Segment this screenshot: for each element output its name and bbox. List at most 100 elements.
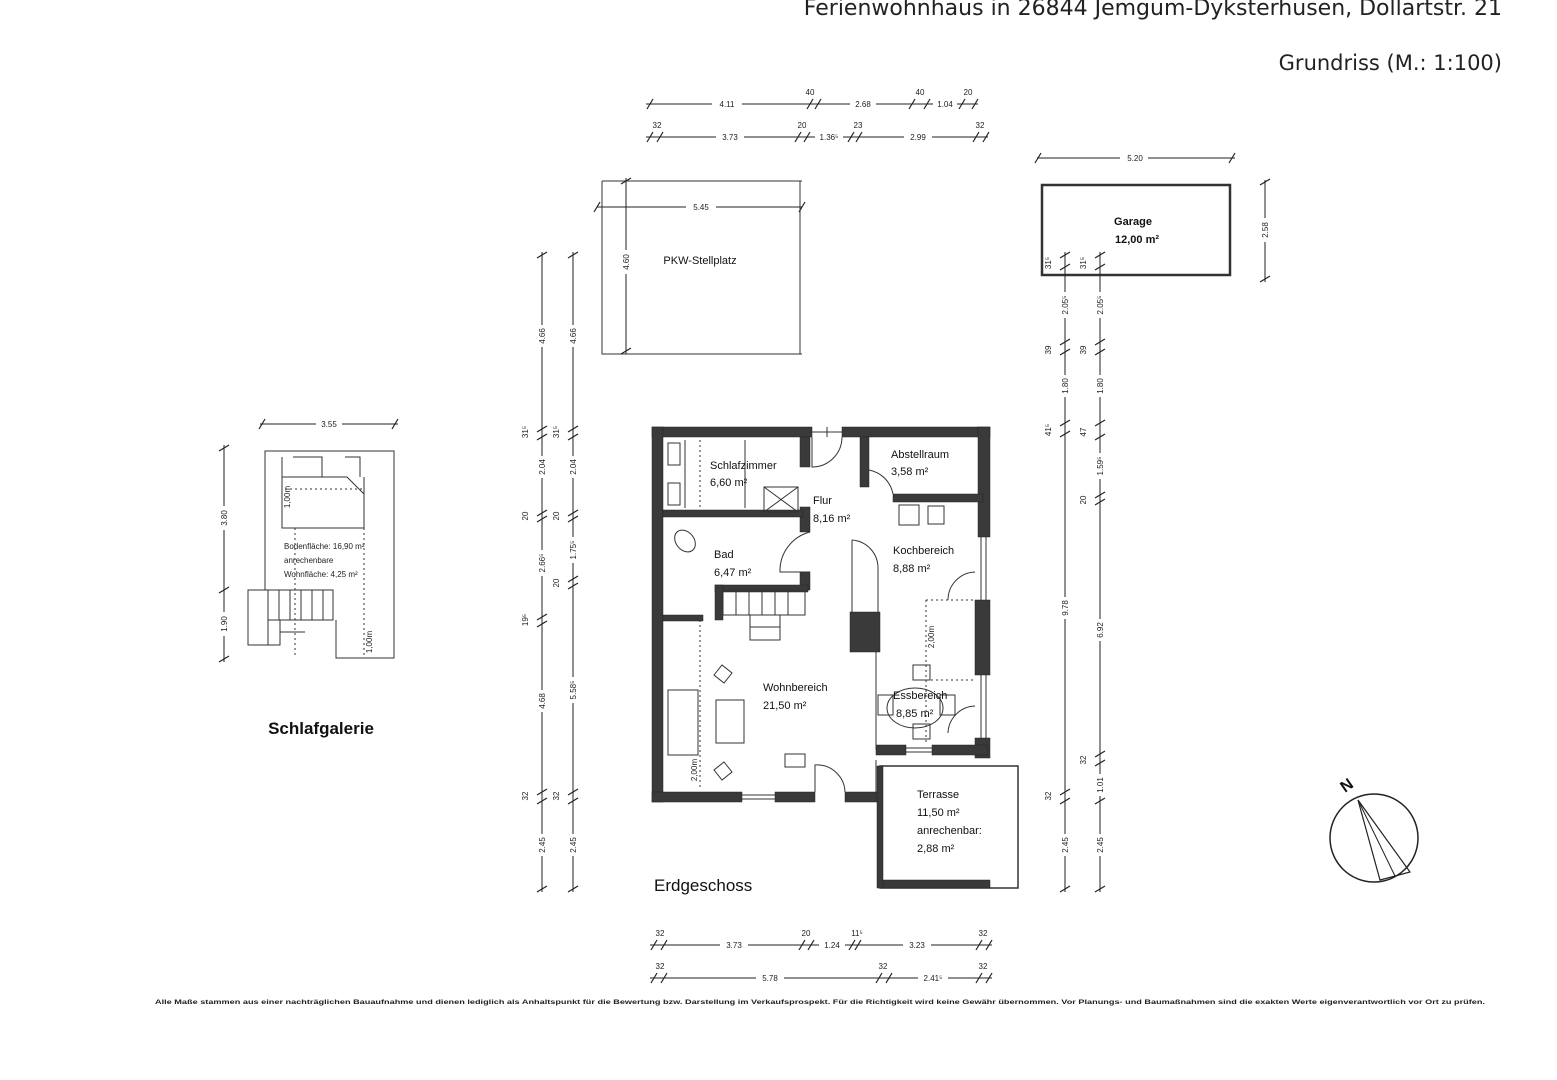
top-dimension-row-1: 4.11 40 2.68 40 1.04 20 [646, 88, 979, 110]
right-dimension-chains: 31⁵ 2.05⁵ 39 1.80 41⁵ 9.78 32 2.45 31⁵ 2… [1044, 251, 1106, 893]
north-label: N [1338, 776, 1357, 797]
dim-label: 39 [1044, 345, 1053, 354]
garage-area: 12,00 m² [1115, 234, 1159, 246]
dim-label: 32 [656, 929, 665, 938]
dim-label: 32 [879, 962, 888, 971]
room-terrasse-area: 11,50 m² [917, 807, 960, 819]
dim-label: 2.05⁵ [1096, 296, 1105, 315]
dim-label: 2.04 [538, 459, 547, 475]
dim-label: 31⁵ [521, 426, 530, 438]
carport-label: PKW-Stellplatz [663, 255, 736, 267]
dim-label: 11⁵ [851, 929, 863, 938]
gallery-stair-dim: 1.90 [220, 616, 229, 632]
dim-label: 3.23 [909, 941, 925, 950]
dim-label: 32 [1044, 791, 1053, 800]
garage-depth-dim: 2.58 [1261, 222, 1270, 238]
dim-label: 2.45 [1096, 837, 1105, 853]
dim-label: 9.78 [1061, 600, 1070, 616]
dim-label: 2.45 [569, 837, 578, 853]
dim-label: 31⁵ [1044, 257, 1053, 269]
dim-label: 32 [653, 121, 662, 130]
dim-label: 5.78 [762, 974, 778, 983]
gallery-headroom-1m-b: 1,00m [365, 631, 374, 654]
dim-label: 32 [1079, 755, 1088, 764]
ground-floor-plan: 2,00m 2,00m Schlafzimmer 6,60 m² Flur 8,… [651, 426, 1019, 895]
garage-width-dim: 5.20 [1127, 154, 1143, 163]
dim-label: 20 [798, 121, 807, 130]
dim-label: 20 [802, 929, 811, 938]
dim-label: 1.75⁵ [569, 541, 578, 560]
gallery-width-dim: 3.55 [321, 420, 337, 429]
dim-label: 4.66 [569, 328, 578, 344]
dim-label: 32 [979, 962, 988, 971]
dim-label: 20 [552, 511, 561, 520]
bottom-dimension-row-2: 32 5.78 32 2.41⁵ 32 [650, 962, 993, 984]
room-essbereich-area: 8,85 m² [896, 708, 934, 720]
room-terrasse-name: Terrasse [917, 789, 959, 801]
garage-label: Garage [1114, 216, 1152, 228]
garage-plan: 5.20 2.58 Garage 12,00 m² [1034, 152, 1271, 283]
sleeping-gallery-plan: 3.55 3.80 1.90 1,00m 1,00m Bodenfläche: … [218, 418, 399, 738]
dim-label: 41⁵ [1044, 424, 1053, 436]
dim-label: 1.80 [1096, 378, 1105, 394]
dim-label: 1.80 [1061, 378, 1070, 394]
dim-label: 32 [656, 962, 665, 971]
dim-label: 39 [1079, 345, 1088, 354]
dim-label: 4.66 [538, 328, 547, 344]
dim-label: 2.68 [855, 100, 871, 109]
room-bad-name: Bad [714, 549, 734, 561]
room-terrasse-credited: 2,88 m² [917, 843, 955, 855]
dim-label: 1.59⁵ [1096, 457, 1105, 476]
dim-label: 20 [552, 578, 561, 587]
room-schlafzimmer-area: 6,60 m² [710, 477, 748, 489]
dim-label: 31⁵ [1079, 257, 1088, 269]
carport-width-dim: 5.45 [693, 203, 709, 212]
headroom-label: 2,00m [690, 759, 699, 782]
dim-label: 32 [521, 791, 530, 800]
dim-label: 1.36⁵ [820, 133, 839, 142]
dim-label: 2.04 [569, 459, 578, 475]
dim-label: 20 [964, 88, 973, 97]
dim-label: 3.73 [726, 941, 742, 950]
dim-label: 2.41⁵ [924, 974, 943, 983]
room-flur-name: Flur [813, 495, 832, 507]
room-flur-area: 8,16 m² [813, 513, 851, 525]
dim-label: 23 [854, 121, 863, 130]
gallery-living-area: Wohnfläche: 4,25 m² [284, 570, 358, 579]
room-abstellraum-area: 3,58 m² [891, 466, 929, 478]
ground-floor-title: Erdgeschoss [654, 876, 752, 895]
dim-label: 2.45 [538, 837, 547, 853]
bottom-dimension-row-1: 32 3.73 20 1.24 11⁵ 3.23 32 [650, 929, 993, 951]
dim-label: 32 [976, 121, 985, 130]
dim-label: 32 [552, 791, 561, 800]
room-schlafzimmer-name: Schlafzimmer [710, 460, 777, 472]
room-bad-area: 6,47 m² [714, 567, 752, 579]
gallery-title: Schlafgalerie [268, 719, 374, 738]
disclaimer: Alle Maße stammen aus einer nachträglich… [155, 999, 1485, 1006]
dim-label: 40 [916, 88, 925, 97]
document-title: Ferienwohnhaus in 26844 Jemgum-Dyksterhu… [804, 0, 1502, 21]
dim-label: 20 [521, 511, 530, 520]
dim-label: 1.04 [937, 100, 953, 109]
dim-label: 6.92 [1096, 622, 1105, 638]
gallery-credited-label: anrechenbare [284, 556, 334, 565]
dim-label: 47 [1079, 427, 1088, 436]
room-wohnbereich-name: Wohnbereich [763, 682, 828, 694]
top-dimension-row-2: 32 3.73 20 1.36⁵ 23 2.99 32 [646, 121, 990, 143]
gallery-depth-dim: 3.80 [220, 510, 229, 526]
carport-depth-dim: 4.60 [622, 254, 631, 270]
dim-label: 32 [979, 929, 988, 938]
dim-label: 20 [1079, 495, 1088, 504]
dim-label: 2.99 [910, 133, 926, 142]
room-kochbereich-name: Kochbereich [893, 545, 954, 557]
dim-label: 31⁵ [552, 426, 561, 438]
carport-plan: 5.45 4.60 PKW-Stellplatz [593, 177, 806, 355]
dim-label: 3.73 [722, 133, 738, 142]
room-abstellraum-name: Abstellraum [891, 449, 949, 461]
headroom-label: 2,00m [927, 626, 936, 649]
dim-label: 1.01 [1096, 777, 1105, 793]
gallery-floor-area: Bodenfläche: 16,90 m² [284, 542, 365, 551]
scale-subtitle: Grundriss (M.: 1:100) [1279, 51, 1502, 75]
north-arrow-icon: N [1329, 776, 1419, 883]
